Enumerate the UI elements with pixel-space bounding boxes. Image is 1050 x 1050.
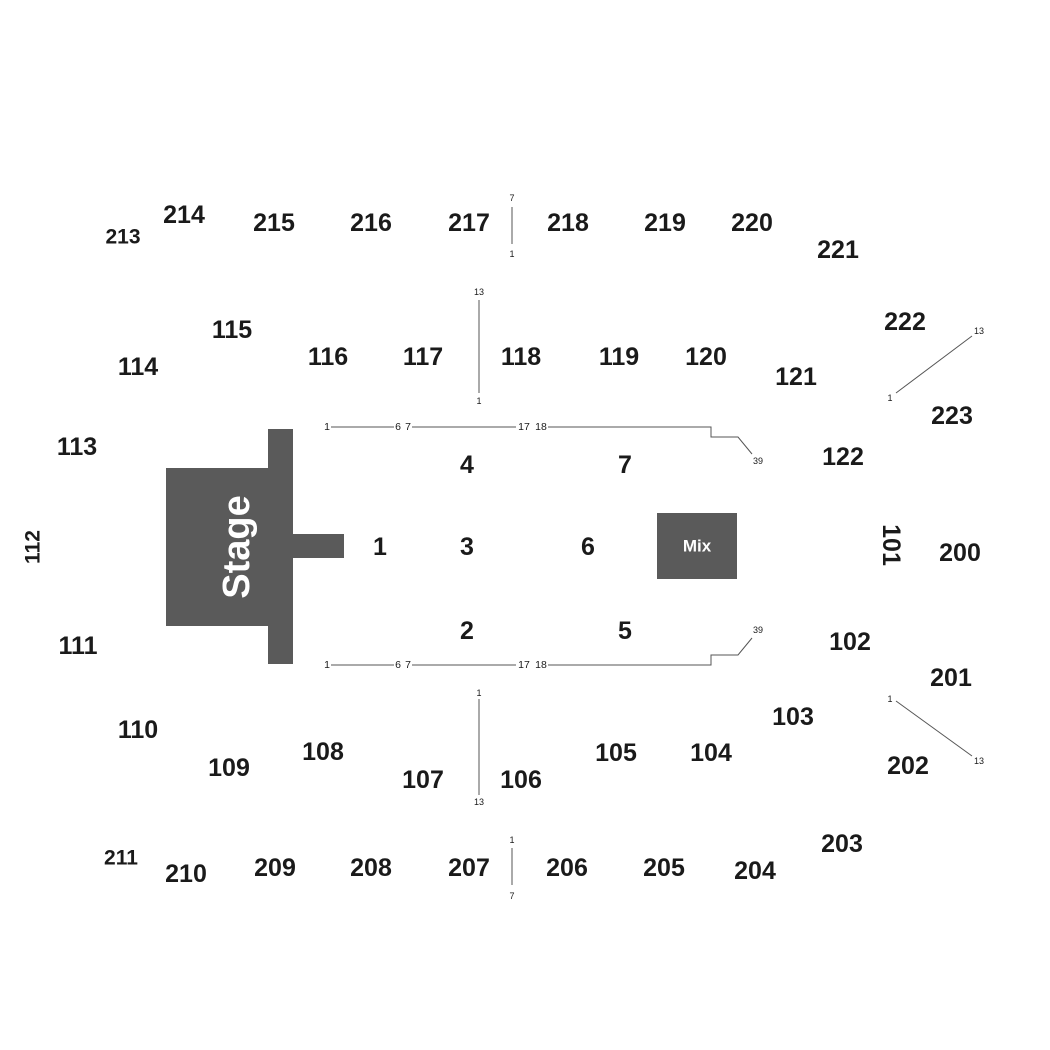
floor-sections: 1 2 3 4 5 6 7 <box>373 451 632 645</box>
mix-label: Mix <box>683 537 712 556</box>
section-label[interactable]: 122 <box>822 443 864 471</box>
section-label[interactable]: 115 <box>212 316 252 344</box>
row-marker: 7 <box>405 421 411 433</box>
floor-section-label[interactable]: 3 <box>460 533 474 561</box>
section-label[interactable]: 117 <box>403 343 443 371</box>
section-label[interactable]: 211 <box>104 847 138 870</box>
section-label[interactable]: 204 <box>734 857 776 885</box>
section-label[interactable]: 219 <box>644 209 686 237</box>
section-label[interactable]: 106 <box>500 766 542 794</box>
row-markers: 7 1 13 1 13 1 1 6 7 17 18 39 1 6 7 17 18… <box>324 193 984 901</box>
row-marker: 13 <box>974 326 984 336</box>
section-label[interactable]: 109 <box>208 754 250 782</box>
row-marker: 1 <box>509 249 514 259</box>
section-label[interactable]: 119 <box>599 343 639 371</box>
section-label[interactable]: 221 <box>817 236 859 264</box>
floor-boundary-bottom <box>331 637 753 666</box>
aisle-line-201-202 <box>895 700 973 757</box>
section-label[interactable]: 114 <box>118 353 158 381</box>
section-label[interactable]: 222 <box>884 308 926 336</box>
floor-section-label[interactable]: 1 <box>373 533 387 561</box>
section-label[interactable]: 101 <box>877 524 905 566</box>
floor-boundary-top <box>331 426 753 455</box>
section-label[interactable]: 120 <box>685 343 727 371</box>
row-marker: 18 <box>535 421 547 433</box>
section-label[interactable]: 110 <box>118 716 158 744</box>
section-label[interactable]: 208 <box>350 854 392 882</box>
row-marker: 1 <box>887 694 892 704</box>
section-label[interactable]: 220 <box>731 209 773 237</box>
section-label[interactable]: 104 <box>690 739 732 767</box>
floor-section-label[interactable]: 5 <box>618 617 632 645</box>
row-marker: 18 <box>535 659 547 671</box>
section-label[interactable]: 206 <box>546 854 588 882</box>
section-label[interactable]: 113 <box>57 433 97 461</box>
row-marker: 1 <box>476 396 481 406</box>
section-label[interactable]: 111 <box>59 632 98 660</box>
floor-section-label[interactable]: 4 <box>460 451 474 479</box>
row-marker: 1 <box>509 835 514 845</box>
row-marker: 6 <box>395 659 401 671</box>
row-marker: 7 <box>405 659 411 671</box>
row-marker: 39 <box>753 625 763 635</box>
aisle-line-222-223 <box>895 335 973 394</box>
section-label[interactable]: 205 <box>643 854 685 882</box>
section-label[interactable]: 218 <box>547 209 589 237</box>
row-marker: 1 <box>476 688 481 698</box>
floor-section-label[interactable]: 6 <box>581 533 595 561</box>
row-marker: 39 <box>753 456 763 466</box>
row-marker: 1 <box>324 421 330 433</box>
lower-level-sections: 112 113 114 115 116 117 118 119 120 121 … <box>22 316 906 794</box>
section-label[interactable]: 118 <box>501 343 541 371</box>
floor-section-label[interactable]: 2 <box>460 617 474 645</box>
section-label[interactable]: 215 <box>253 209 295 237</box>
row-marker: 17 <box>518 659 530 671</box>
section-label[interactable]: 202 <box>887 752 929 780</box>
upper-level-sections: 213 214 215 216 217 218 219 220 221 222 … <box>104 201 981 888</box>
row-marker: 13 <box>974 756 984 766</box>
floor-section-label[interactable]: 7 <box>618 451 632 479</box>
row-marker: 1 <box>324 659 330 671</box>
section-label[interactable]: 108 <box>302 738 344 766</box>
mix-booth[interactable]: Mix <box>657 513 737 579</box>
section-label[interactable]: 200 <box>939 539 981 567</box>
section-label[interactable]: 116 <box>308 343 348 371</box>
section-label[interactable]: 107 <box>402 766 444 794</box>
row-marker: 1 <box>887 393 892 403</box>
section-label[interactable]: 217 <box>448 209 490 237</box>
stage-label: Stage <box>216 495 258 598</box>
section-label[interactable]: 214 <box>163 201 205 229</box>
section-label[interactable]: 213 <box>105 226 140 249</box>
section-label[interactable]: 112 <box>22 530 45 564</box>
section-label[interactable]: 216 <box>350 209 392 237</box>
section-label[interactable]: 105 <box>595 739 637 767</box>
section-label[interactable]: 210 <box>165 860 207 888</box>
section-label[interactable]: 207 <box>448 854 490 882</box>
row-marker: 13 <box>474 287 484 297</box>
row-marker: 7 <box>509 193 514 203</box>
row-marker: 13 <box>474 797 484 807</box>
stage[interactable]: Stage <box>166 429 344 664</box>
section-label[interactable]: 121 <box>775 363 817 391</box>
section-label[interactable]: 201 <box>930 664 972 692</box>
row-marker: 6 <box>395 421 401 433</box>
section-label[interactable]: 102 <box>829 628 871 656</box>
section-label[interactable]: 223 <box>931 402 973 430</box>
section-label[interactable]: 103 <box>772 703 814 731</box>
row-marker: 7 <box>509 891 514 901</box>
section-label[interactable]: 209 <box>254 854 296 882</box>
row-marker: 17 <box>518 421 530 433</box>
section-label[interactable]: 203 <box>821 830 863 858</box>
